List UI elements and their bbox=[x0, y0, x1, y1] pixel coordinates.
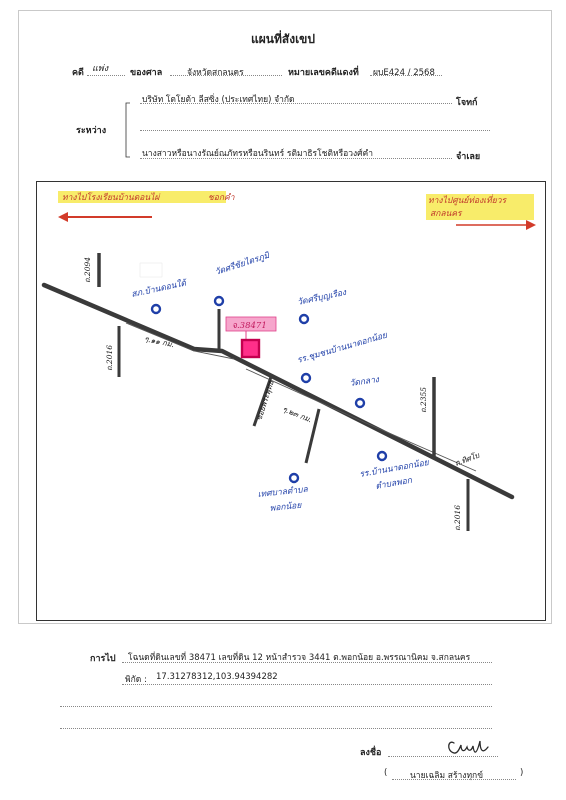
landmark-municipality: เทศบาลตำบล พอกน้อย bbox=[257, 472, 309, 514]
paren-close: ) bbox=[520, 768, 524, 778]
road-to-municipality bbox=[304, 408, 321, 464]
road-alley bbox=[252, 373, 274, 427]
coords-label: พิกัด : bbox=[125, 675, 147, 685]
page-border bbox=[18, 10, 552, 624]
page-title: แผนที่สังเขป bbox=[251, 32, 315, 46]
direction-right-text: ทางไปศูนย์ท่องเที่ยวร bbox=[428, 194, 508, 206]
road-2016-east-label: ถ.2016 bbox=[453, 505, 462, 531]
road-2016-west-label: ถ.2016 bbox=[105, 345, 114, 371]
landmark-municipality-sub: พอกน้อย bbox=[269, 500, 303, 514]
landmark-temple-sri-chai: วัดศรีชัยไตรภูมิ bbox=[214, 250, 272, 307]
route-text: โฉนดที่ดินเลขที่ 38471 เลขที่ดิน 12 หน้า… bbox=[128, 653, 471, 663]
brace-shape bbox=[125, 102, 130, 158]
alley-label: ซอยพระพุทธ bbox=[254, 379, 276, 422]
route-label: การไป bbox=[90, 654, 116, 664]
signer-name: นายเฉลิม สร้างทุกข์ bbox=[410, 771, 484, 781]
coords-value: 17.31278312,103.94394282 bbox=[156, 672, 278, 682]
plot-label: จ.38471 bbox=[232, 321, 267, 331]
plot-label-highlight bbox=[225, 316, 277, 332]
direction-left-text: ทางไปโรงเรียนบ้านดอนไผ่ bbox=[62, 192, 160, 203]
direction-right-sub: สกลนคร bbox=[430, 209, 463, 219]
road-2355-label: ถ.2355 bbox=[419, 387, 428, 413]
landmark-temple-sri-boon: วัดศรีบุญเรือง bbox=[296, 287, 348, 325]
landmark-temple-sri-boon-label: วัดศรีบุญเรือง bbox=[296, 287, 348, 308]
landmark-temple-klang: วัดกลาง bbox=[349, 375, 381, 409]
landmark-school-nadok-label: รร.บ้านนาดอกน้อย bbox=[359, 457, 431, 480]
landmark-municipality-label: เทศบาลตำบล bbox=[257, 485, 309, 500]
landmark-school-nadok-sub: ตำบลพอก bbox=[375, 476, 414, 492]
sign-label: ลงชื่อ bbox=[360, 748, 382, 758]
frontage-line-b bbox=[245, 368, 477, 472]
road-district-label: ถ.ทิศโบ bbox=[454, 450, 482, 468]
distance-a-label: ๆ.๑๑ กม. bbox=[144, 334, 175, 349]
case-type: แพ่ง bbox=[92, 64, 109, 74]
direction-right-arrow-icon bbox=[526, 220, 536, 230]
defendant-role: จำเลย bbox=[456, 152, 481, 162]
distance-b-label: ๆ.๒๓ กม. bbox=[281, 405, 313, 425]
defendant-name: นางสาวหรือนางรัณย์ณภัทรหรือนรินทร์ รติมา… bbox=[142, 149, 374, 159]
frontage-line-a bbox=[125, 322, 235, 360]
landmark-temple-klang-label: วัดกลาง bbox=[349, 375, 381, 389]
plot-marker-icon bbox=[240, 338, 261, 359]
paren-open: ( bbox=[384, 768, 388, 778]
landmark-school-nadok: รร.บ้านนาดอกน้อย ตำบลพอก bbox=[359, 450, 431, 492]
case-number: ผบE424 / 2568 bbox=[373, 68, 435, 78]
direction-right-highlight bbox=[426, 194, 534, 220]
landmark-temple-sri-chai-label: วัดศรีชัยไตรภูมิ bbox=[214, 250, 272, 278]
road-2094-label: ถ.2094 bbox=[83, 257, 92, 283]
case-number-label: หมายเลขคดีแดงที่ bbox=[288, 68, 359, 78]
direction-left-sub: ชอกคำ bbox=[208, 193, 235, 203]
direction-left-arrow-icon bbox=[58, 212, 68, 222]
court-name: จังหวัดสกลนคร bbox=[187, 68, 244, 78]
sketch-map: ทางไปโรงเรียนบ้านดอนไผ่ ชอกคำ ทางไปศูนย์… bbox=[41, 191, 536, 531]
main-road bbox=[41, 282, 515, 500]
signature-image bbox=[448, 740, 489, 754]
landmark-police-station-label: สภ.บ้านดอนใต้ bbox=[130, 277, 189, 300]
redaction-patch bbox=[139, 262, 163, 278]
map-frame bbox=[36, 181, 546, 621]
court-label: ของศาล bbox=[130, 68, 163, 78]
between-label: ระหว่าง bbox=[76, 126, 107, 136]
landmark-school-community-label: รร.ชุมชนบ้านนาดอกน้อย bbox=[296, 329, 389, 365]
case-label: คดี bbox=[72, 68, 84, 78]
plaintiff-role: โจทก์ bbox=[456, 98, 478, 108]
landmark-police-station: สภ.บ้านดอนใต้ bbox=[130, 277, 189, 315]
plaintiff-name: บริษัท โตโยต้า ลีสซิ่ง (ประเทศไทย) จำกัด bbox=[142, 95, 295, 105]
direction-left-highlight bbox=[58, 191, 226, 203]
landmark-school-community: รร.ชุมชนบ้านนาดอกน้อย bbox=[296, 329, 389, 384]
